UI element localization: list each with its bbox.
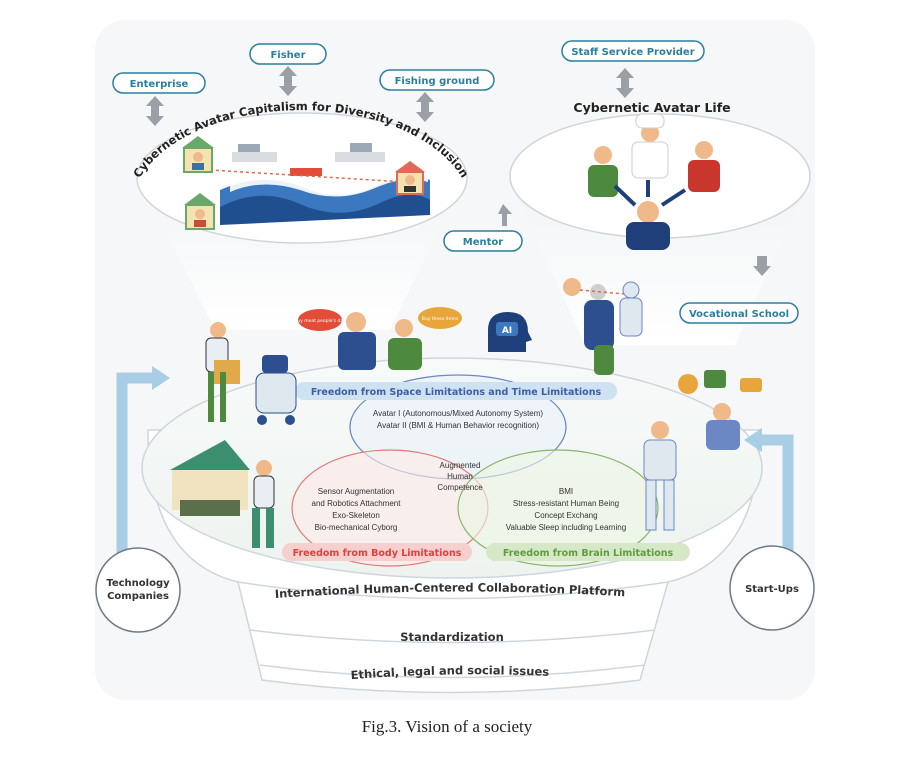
startups-label: Start-Ups xyxy=(745,584,799,595)
ai-badge: AI xyxy=(502,326,512,336)
technology-companies-circle xyxy=(95,547,181,633)
band-standardization: Standardization xyxy=(400,630,504,644)
brain-label-pill xyxy=(486,543,690,561)
body-label: Freedom from Body Limitations xyxy=(293,548,462,559)
brain-label: Freedom from Brain Limitations xyxy=(503,548,674,559)
startups-circle xyxy=(729,545,815,631)
fishing-ground-pill xyxy=(379,69,495,91)
fishing-ground-label: Fishing ground xyxy=(395,76,480,87)
center-line-2: Human xyxy=(447,472,473,481)
center-line-3: Competence xyxy=(437,483,483,492)
double-arrow-icon xyxy=(146,66,771,276)
enterprise-label: Enterprise xyxy=(130,79,189,90)
elderly-with-robot-figure xyxy=(563,278,643,375)
space-label: Freedom from Space Limitations and Time … xyxy=(311,387,602,398)
mentor-pill xyxy=(443,230,523,252)
space-item-2: Avatar II (BMI & Human Behavior recognit… xyxy=(377,421,539,430)
fisher-label: Fisher xyxy=(270,50,305,61)
space-label-pill xyxy=(295,382,617,400)
brain-item-2: Stress-resistant Human Being xyxy=(513,499,619,508)
fisher-pill xyxy=(249,43,327,65)
brain-item-4: Valuable Sleep including Learning xyxy=(506,523,626,532)
body-label-pill xyxy=(282,543,472,561)
space-item-1: Avatar I (Autonomous/Mixed Autonomy Syst… xyxy=(373,409,543,418)
startups-arrowhead-icon xyxy=(744,428,762,452)
vocational-label: Vocational School xyxy=(689,309,789,320)
technology-label-line-1: Technology xyxy=(106,578,170,589)
learning-person-figure xyxy=(678,370,762,450)
figure-caption: Fig.3. Vision of a society xyxy=(362,717,533,736)
ai-head-icon xyxy=(488,312,532,352)
technology-label-line-2: Companies xyxy=(107,591,169,602)
technology-arrow-icon xyxy=(116,372,152,560)
band-divider-1 xyxy=(237,581,669,600)
life-dome-title: Cybernetic Avatar Life xyxy=(573,100,730,115)
house-exoskeleton-figure xyxy=(170,440,275,548)
band-divider-2 xyxy=(249,629,656,644)
staff-pill xyxy=(561,40,705,62)
cyborg-figure xyxy=(643,421,677,531)
brain-circle xyxy=(457,449,659,567)
house-icon-2 xyxy=(184,193,216,230)
center-line-1: Augmented xyxy=(440,461,481,470)
body-item-4: Bio-mechanical Cyborg xyxy=(315,523,398,532)
brain-item-1: BMI xyxy=(559,487,573,496)
enterprise-pill xyxy=(112,72,206,94)
vocational-pill xyxy=(679,302,799,324)
house-icon-1 xyxy=(182,136,214,173)
house-icon-3 xyxy=(395,161,425,195)
fishing-scene xyxy=(209,143,430,225)
shopping-people-figure xyxy=(298,307,462,370)
brain-item-3: Concept Exchang xyxy=(534,511,597,520)
staff-label: Staff Service Provider xyxy=(571,47,694,58)
band-divider-3 xyxy=(259,664,646,679)
delivery-worker-figure xyxy=(205,322,240,422)
mentor-label: Mentor xyxy=(463,237,504,248)
startups-arrow-icon xyxy=(762,434,794,560)
body-item-3: Exo-Skeleton xyxy=(332,511,380,520)
security-robot-figure xyxy=(255,355,297,425)
technology-arrowhead-icon xyxy=(152,366,170,390)
speech-bubble-1: Buy meat people's day xyxy=(294,318,346,324)
body-item-1: Sensor Augmentation xyxy=(318,487,395,496)
speech-bubble-2: Buy these items xyxy=(422,316,459,322)
life-scene xyxy=(588,113,720,250)
body-item-2: and Robotics Attachment xyxy=(312,499,402,508)
